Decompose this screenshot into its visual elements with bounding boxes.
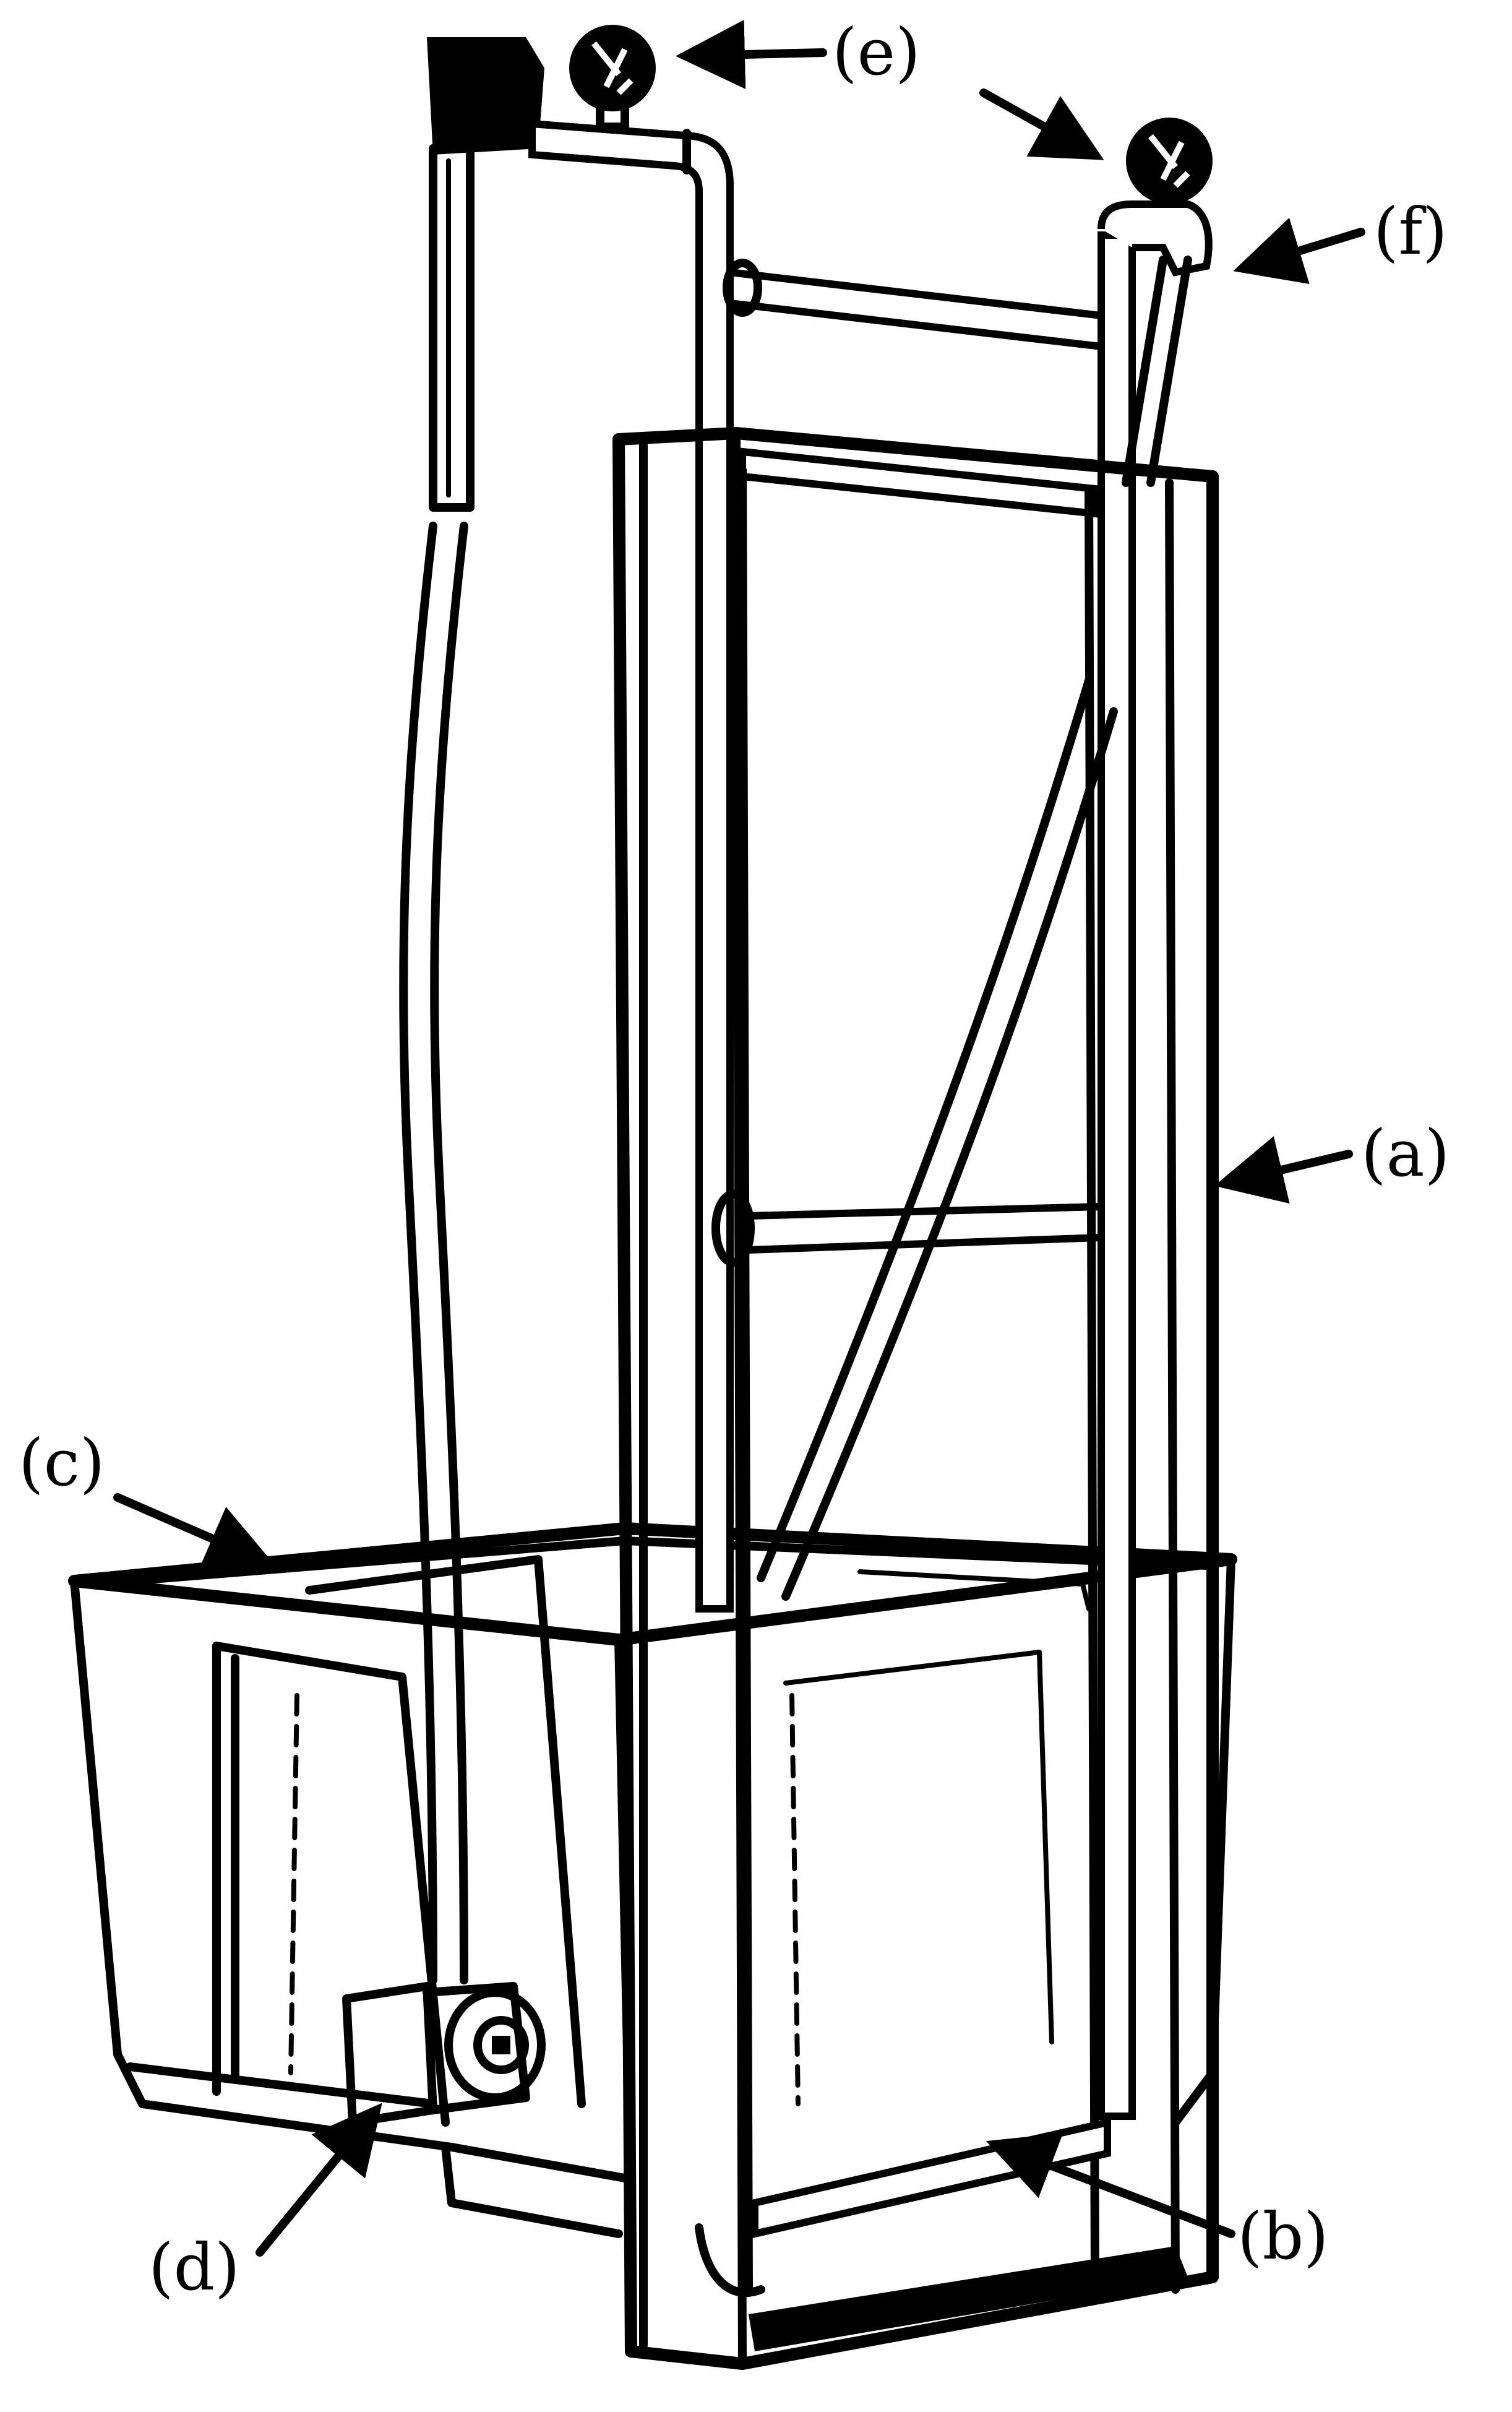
column-right-inner bbox=[1165, 478, 1180, 2294]
label-c: (c) bbox=[19, 1425, 105, 1501]
tank-bottom-lip bbox=[441, 2143, 623, 2238]
plate-top-right bbox=[212, 1642, 450, 2127]
supply-hose bbox=[399, 522, 468, 1984]
pump bbox=[342, 1982, 546, 2127]
pump-inlet-hole bbox=[492, 2036, 510, 2054]
head-tank-cap bbox=[427, 37, 544, 155]
label-a: (a) bbox=[1361, 1116, 1450, 1191]
inner-panel-dashed bbox=[789, 1693, 801, 2106]
head-tank-tube bbox=[429, 144, 475, 512]
label-f: (f) bbox=[1373, 194, 1448, 269]
gauge-1-stem bbox=[596, 101, 629, 131]
diagonal-hose-a bbox=[757, 676, 1093, 1582]
tank-left-dashed bbox=[288, 1693, 299, 2075]
gauge-1-dial bbox=[591, 41, 634, 95]
reservoir-tank bbox=[68, 1522, 1237, 2238]
top-manifold bbox=[528, 25, 734, 1613]
column-middle-bar bbox=[745, 1202, 1105, 1254]
tank-inner-edge bbox=[857, 1569, 1091, 1611]
arrow-f bbox=[1233, 217, 1365, 285]
arrow-e-right bbox=[979, 88, 1104, 160]
base-distributor bbox=[751, 2117, 1111, 2239]
tank-left-face bbox=[70, 1577, 629, 2182]
left-riser-pipe bbox=[528, 119, 734, 1613]
cross-pipe-tee bbox=[723, 259, 762, 317]
middle-bar-joint bbox=[711, 1190, 755, 1267]
inner-right-post bbox=[1085, 485, 1099, 2281]
gauge-2-dial bbox=[1148, 134, 1190, 188]
pump-motor-face bbox=[444, 1988, 546, 2102]
label-e: (e) bbox=[832, 14, 921, 90]
test-column bbox=[612, 427, 1219, 2370]
diagonal-hose-b bbox=[781, 707, 1118, 1601]
valve-hose bbox=[1122, 256, 1167, 487]
hose-right-wall bbox=[430, 522, 468, 1984]
callouts: (e) (f) (a) (c) (b) (d) bbox=[19, 14, 1450, 2305]
return-plate bbox=[212, 1642, 450, 2127]
inner-panel bbox=[783, 1650, 1054, 2044]
tank-baffle bbox=[305, 1555, 586, 2108]
tank-right-face bbox=[1171, 1555, 1235, 2127]
label-d: (d) bbox=[148, 2229, 240, 2305]
arrow-a bbox=[1214, 1136, 1353, 1204]
column-front-edge bbox=[732, 429, 747, 2368]
top-cross-pipe bbox=[726, 268, 1105, 351]
tank-floor-line bbox=[126, 2062, 437, 2108]
base-elbow bbox=[695, 2223, 765, 2297]
arrow-c bbox=[113, 1493, 276, 1570]
arrow-d bbox=[256, 2103, 382, 2257]
arrow-b bbox=[986, 2133, 1235, 2238]
valve-body bbox=[1097, 200, 1213, 277]
arrow-e-left bbox=[676, 20, 827, 89]
right-riser-pipe bbox=[1097, 231, 1136, 2120]
column-base-plate bbox=[749, 2246, 1188, 2351]
inner-left-post bbox=[738, 466, 753, 2294]
valve-hose-2 bbox=[1146, 256, 1192, 487]
label-b: (b) bbox=[1237, 2199, 1329, 2274]
pump-housing bbox=[423, 1982, 530, 2114]
pump-inlet bbox=[473, 2016, 529, 2074]
right-riser bbox=[1097, 118, 1213, 2120]
head-tank bbox=[427, 37, 544, 512]
hose-left-wall bbox=[399, 522, 437, 1984]
cross-pipe bbox=[723, 259, 1105, 351]
